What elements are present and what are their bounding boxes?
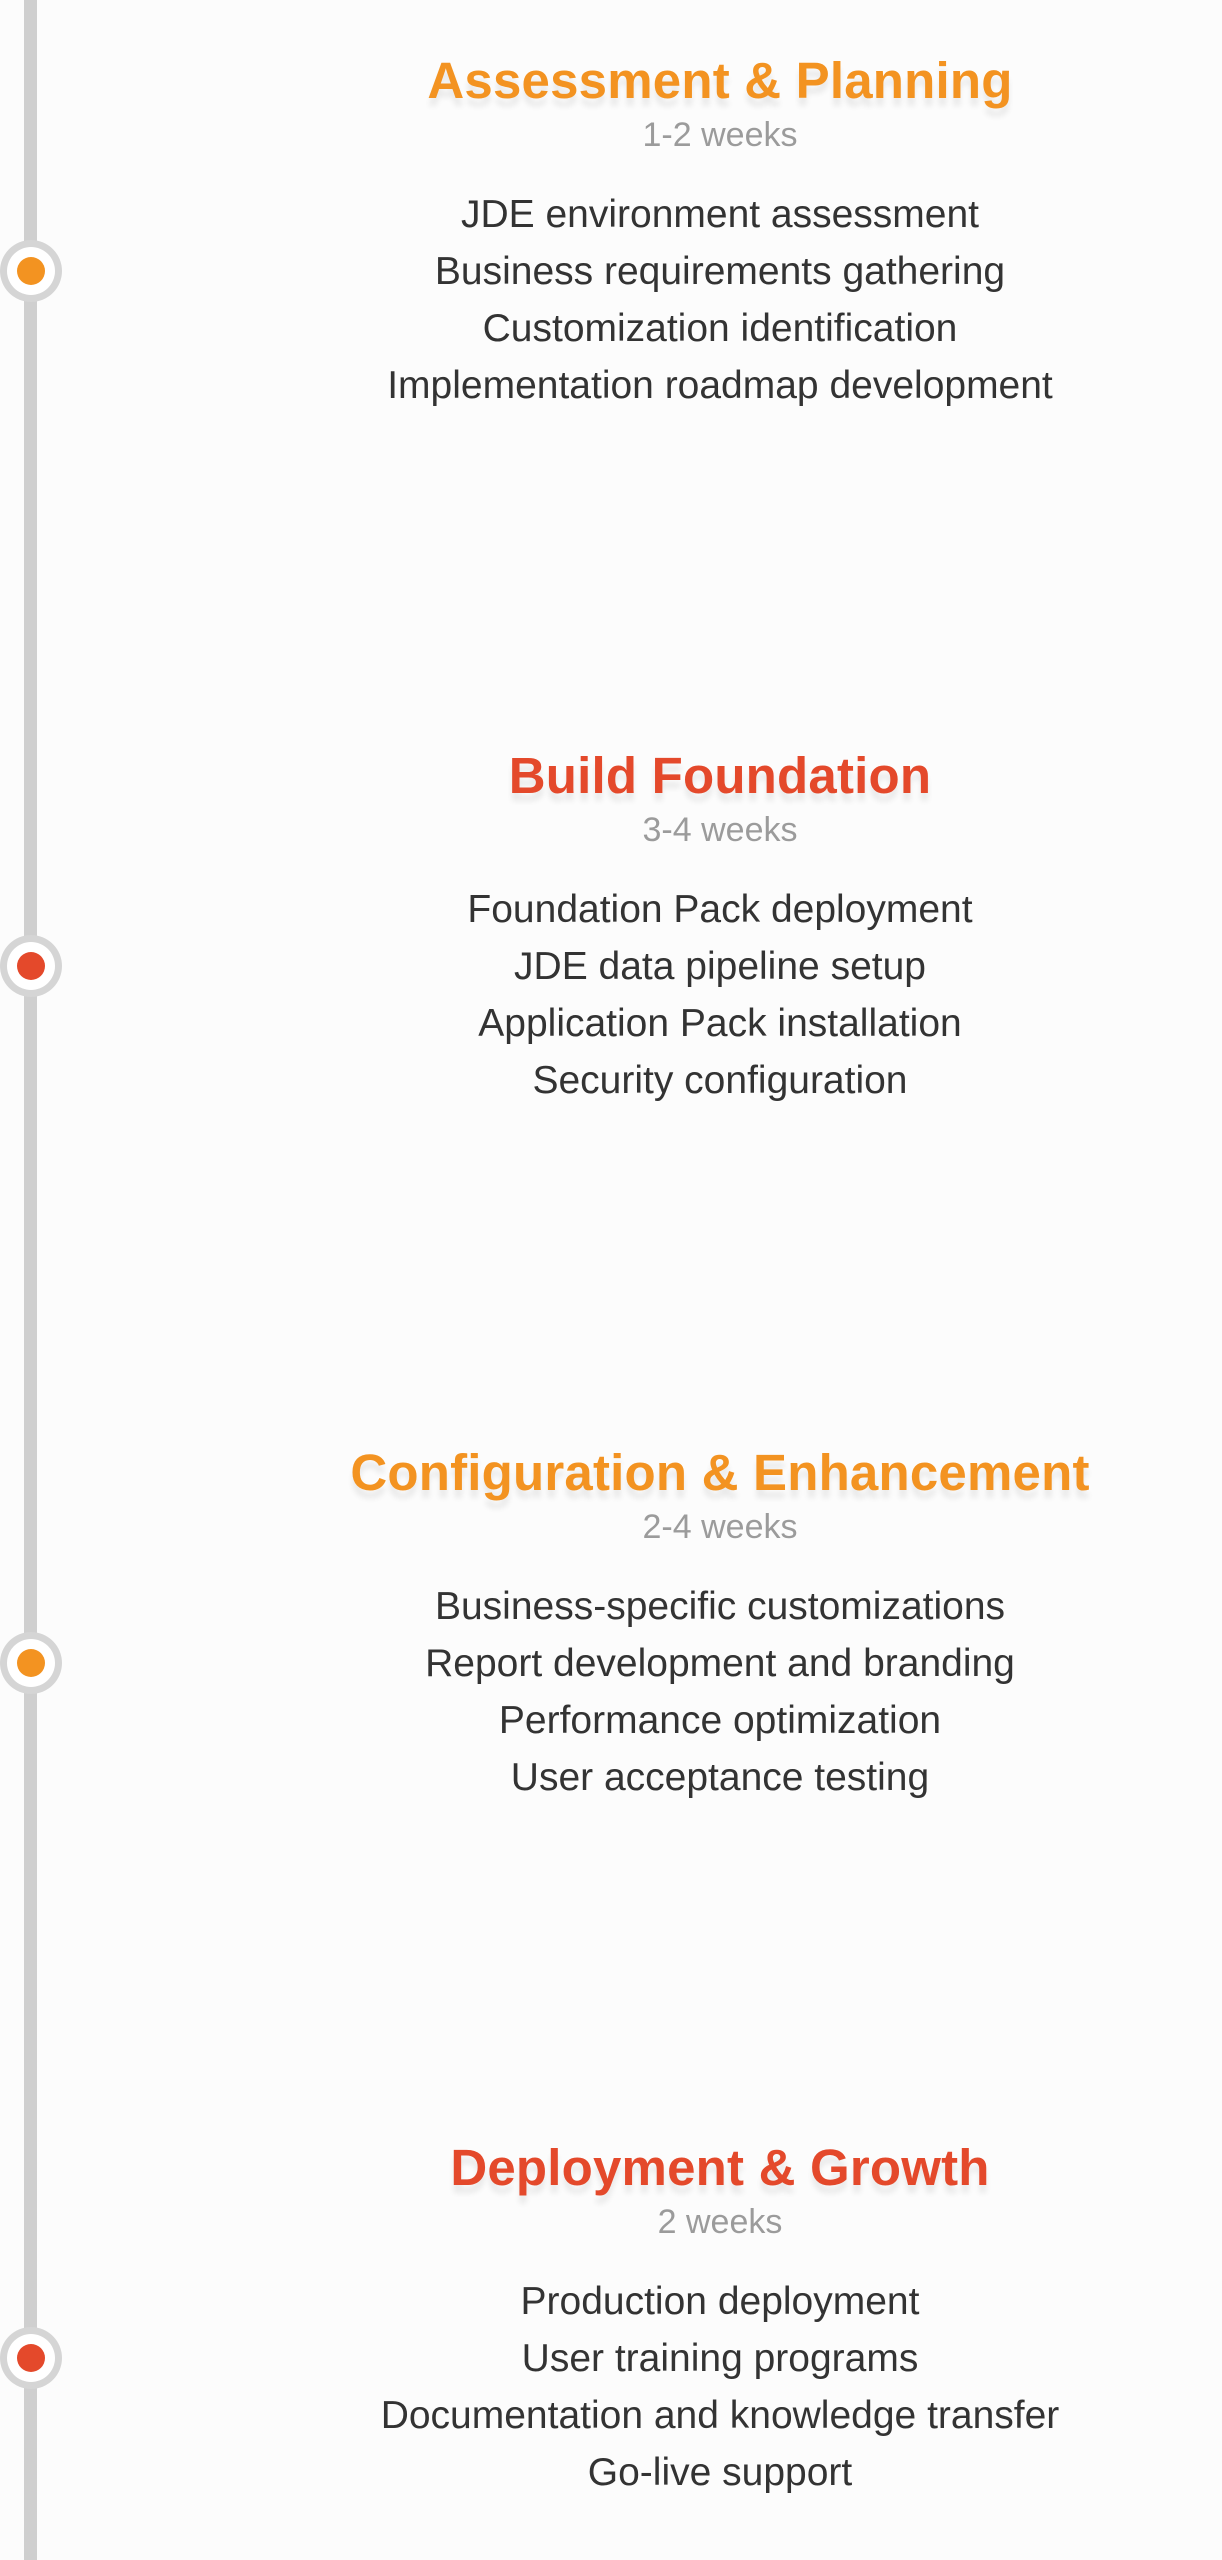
phase-title: Configuration & Enhancement	[350, 1444, 1090, 1501]
timeline-phase-deployment-growth: Deployment & Growth 2 weeks Production d…	[0, 2087, 1222, 2507]
phase-item: Performance optimization	[498, 1698, 942, 1742]
phase-item: Go-live support	[587, 2450, 853, 2494]
timeline-marker-circle-icon	[0, 2327, 62, 2389]
phase-item: JDE data pipeline setup	[514, 944, 926, 988]
timeline-phase-assessment-planning: Assessment & Planning 1-2 weeks JDE envi…	[0, 0, 1222, 420]
phase-item: Implementation roadmap development	[387, 363, 1053, 407]
phase-item: Foundation Pack deployment	[467, 887, 973, 931]
timeline-marker-dot-icon	[17, 1649, 45, 1677]
phase-item: Production deployment	[520, 2279, 920, 2323]
timeline-marker-dot-icon	[17, 257, 45, 285]
timeline-phase-build-foundation: Build Foundation 3-4 weeks Foundation Pa…	[0, 695, 1222, 1115]
phase-title: Assessment & Planning	[427, 52, 1013, 109]
phase-duration: 2 weeks	[657, 2203, 783, 2242]
phase-duration: 3-4 weeks	[642, 811, 798, 850]
phase-item: Business-specific customizations	[434, 1584, 1006, 1628]
phase-item: Application Pack installation	[478, 1001, 962, 1045]
phase-item: Report development and branding	[425, 1641, 1015, 1685]
phase-duration: 2-4 weeks	[642, 1508, 798, 1547]
phase-items-list: Business-specific customizations Report …	[320, 1578, 1120, 1806]
phase-items-list: JDE environment assessment Business requ…	[320, 186, 1120, 414]
timeline-marker-dot-icon	[17, 952, 45, 980]
phase-duration: 1-2 weeks	[642, 116, 798, 155]
phase-items-list: Production deployment User training prog…	[320, 2273, 1120, 2501]
phase-content: Configuration & Enhancement 2-4 weeks Bu…	[320, 1442, 1120, 1806]
phase-content: Deployment & Growth 2 weeks Production d…	[320, 2137, 1120, 2501]
timeline-marker-circle-icon	[0, 1632, 62, 1694]
timeline-line	[24, 0, 37, 2560]
phase-item: Documentation and knowledge transfer	[380, 2393, 1060, 2437]
phase-item: Business requirements gathering	[434, 249, 1006, 293]
timeline-marker-dot-icon	[17, 2344, 45, 2372]
phase-item: JDE environment assessment	[460, 192, 980, 236]
phase-content: Assessment & Planning 1-2 weeks JDE envi…	[320, 50, 1120, 414]
phase-items-list: Foundation Pack deployment JDE data pipe…	[320, 881, 1120, 1109]
phase-item: Customization identification	[482, 306, 958, 350]
phase-title: Build Foundation	[508, 747, 932, 804]
phase-item: User training programs	[521, 2336, 919, 2380]
phase-title: Deployment & Growth	[450, 2139, 990, 2196]
phase-item: User acceptance testing	[510, 1755, 930, 1799]
timeline-phase-configuration-enhancement: Configuration & Enhancement 2-4 weeks Bu…	[0, 1392, 1222, 1812]
phase-content: Build Foundation 3-4 weeks Foundation Pa…	[320, 745, 1120, 1109]
phase-item: Security configuration	[532, 1058, 908, 1102]
timeline-marker-circle-icon	[0, 935, 62, 997]
timeline-marker-circle-icon	[0, 240, 62, 302]
